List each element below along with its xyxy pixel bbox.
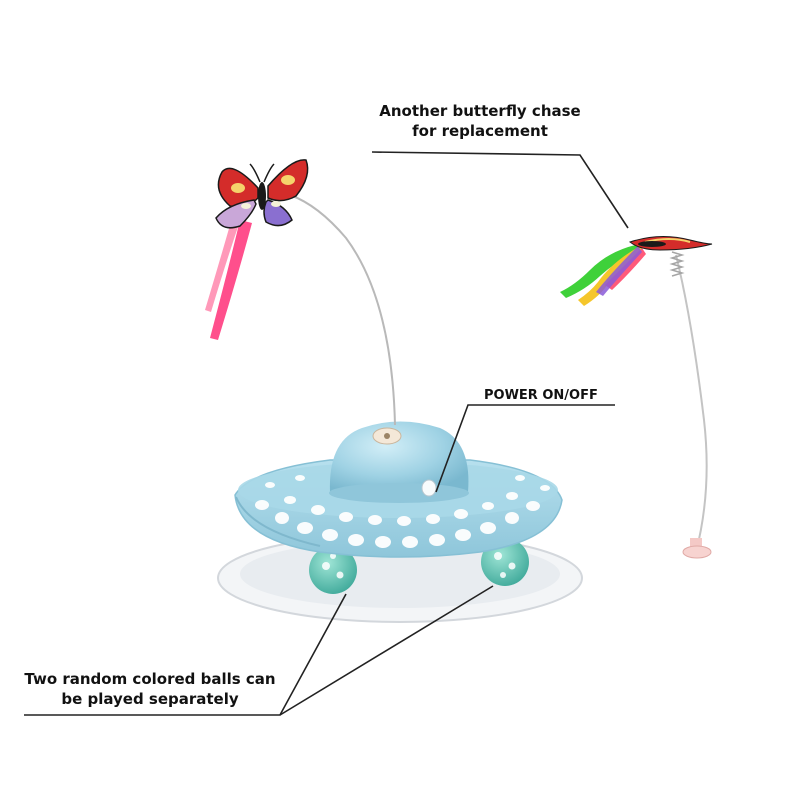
leader-line-replacement [371, 151, 629, 229]
callout-balls: Two random colored balls can be played s… [20, 669, 280, 709]
callout-power-text: POWER ON/OFF [484, 388, 598, 403]
saucer [234, 459, 563, 558]
callout-balls-line2: be played separately [61, 690, 239, 708]
suction-cup [682, 538, 712, 559]
ball-left [309, 546, 357, 594]
butterfly [205, 159, 309, 340]
wire-holder [372, 427, 402, 445]
center-dome [329, 421, 469, 503]
saucer-holes [255, 475, 550, 548]
leader-line-balls-right [279, 585, 494, 716]
leader-line-power [435, 404, 615, 493]
cat-toy [205, 159, 583, 623]
replacement-butterfly [560, 236, 713, 559]
callout-replacement-line2: for replacement [412, 122, 548, 140]
callout-replacement: Another butterfly chase for replacement [360, 101, 600, 141]
callout-power: POWER ON/OFF [484, 386, 604, 406]
power-button[interactable] [421, 479, 437, 497]
callout-balls-line1: Two random colored balls can [24, 670, 276, 688]
callout-lines [24, 151, 629, 716]
callout-replacement-line1: Another butterfly chase [379, 102, 581, 120]
wire [289, 194, 396, 426]
